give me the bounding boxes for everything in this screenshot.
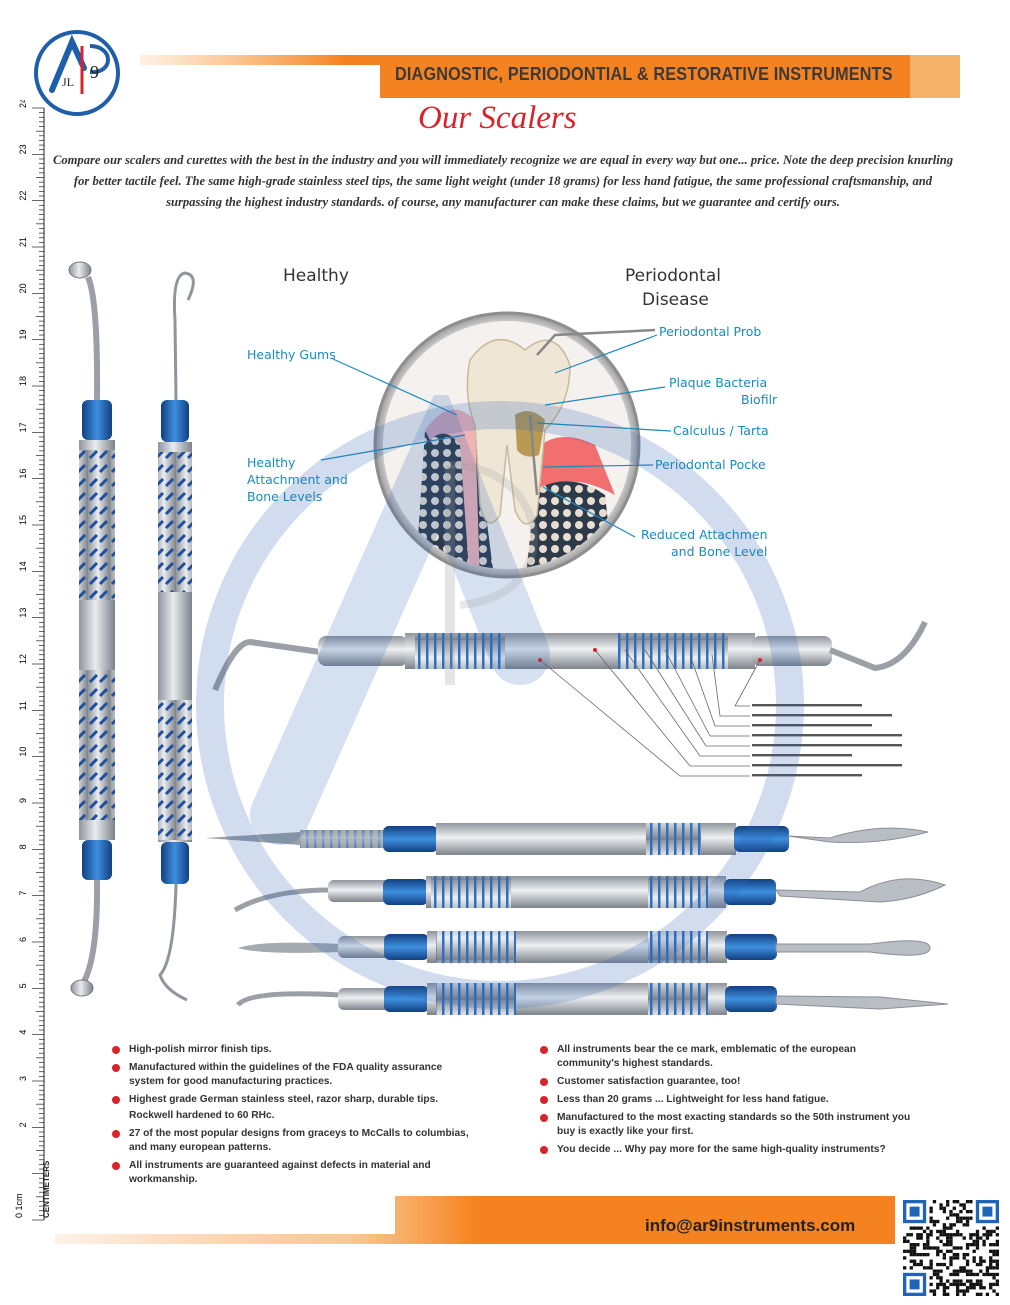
horizontal-scaler-callout <box>212 620 928 777</box>
feature-item: Manufactured to the most exacting standa… <box>540 1111 920 1139</box>
logo-subtext: JL <box>62 75 74 89</box>
label-reduced-attachment-1: Reduced Attachmen <box>641 527 768 542</box>
intro-paragraph: Compare our scalers and curettes with th… <box>52 153 954 209</box>
feature-item: Less than 20 grams ... Lightweight for l… <box>540 1093 920 1107</box>
ruler-number: 8 <box>18 844 28 849</box>
horizontal-instrument-1 <box>205 823 929 855</box>
ruler-number: 12 <box>18 654 28 664</box>
header-bar <box>140 55 960 98</box>
ruler-number: 14 <box>18 561 28 571</box>
bullet-icon <box>540 1114 548 1122</box>
bullet-icon <box>540 1146 548 1154</box>
ruler-number: 7 <box>18 891 28 896</box>
ruler-number: 11 <box>18 701 28 710</box>
ruler-number: 4 <box>18 1030 28 1035</box>
ruler-number: 15 <box>18 515 28 525</box>
vertical-instrument-explorer <box>158 271 195 1002</box>
label-plaque-2: Biofilr <box>741 392 778 407</box>
label-plaque-1: Plaque Bacteria <box>669 375 767 390</box>
feature-text: All instruments bear the ce mark, emblem… <box>557 1044 856 1069</box>
ruler-number: 2 <box>18 1122 28 1127</box>
bullet-icon <box>112 1064 120 1072</box>
diagram-heading-disease-1: Periodontal <box>625 266 721 286</box>
ruler-number: 20 <box>18 283 28 293</box>
ruler-number: 6 <box>18 937 28 942</box>
brand-logo: 9 JL <box>32 28 122 118</box>
diagram-heading-healthy: Healthy <box>283 266 349 286</box>
ruler-number: 19 <box>18 330 28 340</box>
footer-bar <box>55 1196 895 1244</box>
feature-text: Manufactured within the guidelines of th… <box>129 1062 443 1087</box>
label-healthy-attachment-3: Bone Levels <box>247 489 322 504</box>
feature-item: 27 of the most popular designs from grac… <box>112 1127 472 1155</box>
vertical-instrument-mirror <box>68 261 115 997</box>
section-title: DIAGNOSTIC, PERIODONTIAL & RESTORATIVE I… <box>395 64 893 84</box>
ruler-number: 22 <box>18 191 28 201</box>
feature-item: Highest grade German stainless steel, ra… <box>112 1093 472 1107</box>
ruler-number: 21 <box>18 237 28 247</box>
label-reduced-attachment-2: and Bone Level <box>671 544 767 559</box>
bullet-icon <box>540 1046 548 1054</box>
feature-item: All instruments are guaranteed against d… <box>112 1159 472 1187</box>
contact-email[interactable]: info@ar9instruments.com <box>645 1216 856 1235</box>
ruler-number: 18 <box>18 376 28 386</box>
feature-text: Highest grade German stainless steel, ra… <box>129 1094 439 1105</box>
ruler-number: 13 <box>18 608 28 618</box>
features-list-left: High-polish mirror finish tips. Manufactu… <box>112 1043 472 1191</box>
ruler-number: 23 <box>18 144 28 154</box>
ruler-number: 10 <box>18 747 28 757</box>
feature-text: Less than 20 grams ... Lightweight for l… <box>557 1094 829 1105</box>
page-title: Our Scalers <box>418 100 577 136</box>
ruler-number: 3 <box>18 1076 28 1081</box>
feature-text: High-polish mirror finish tips. <box>129 1044 272 1055</box>
feature-text: You decide ... Why pay more for the same… <box>557 1144 886 1155</box>
feature-text: 27 of the most popular designs from grac… <box>129 1128 469 1153</box>
centimeter-ruler: 234567891011121314151617181920212223240 … <box>14 100 45 1221</box>
feature-text: Manufactured to the most exacting standa… <box>557 1112 911 1137</box>
bullet-icon <box>112 1162 120 1170</box>
ruler-number: 17 <box>18 422 28 432</box>
bullet-icon <box>112 1096 120 1104</box>
qr-code[interactable] <box>903 1200 999 1296</box>
features-list-right: All instruments bear the ce mark, emblem… <box>540 1043 920 1161</box>
feature-text: Customer satisfaction guarantee, too! <box>557 1076 741 1087</box>
bullet-icon <box>112 1046 120 1054</box>
ruler-number: 5 <box>18 983 28 988</box>
label-periodontal-pocket: Periodontal Pocke <box>655 457 766 472</box>
feature-item: Customer satisfaction guarantee, too! <box>540 1075 920 1089</box>
horizontal-instrument-4 <box>236 983 949 1015</box>
feature-item: You decide ... Why pay more for the same… <box>540 1143 920 1157</box>
horizontal-instrument-2 <box>233 876 947 913</box>
label-healthy-attachment-2: Attachment and <box>247 472 348 487</box>
ruler-start-label: 0 1cm <box>14 1193 24 1218</box>
feature-item: Manufactured within the guidelines of th… <box>112 1061 472 1089</box>
ruler-number: 16 <box>18 469 28 479</box>
label-periodontal-probe: Periodontal Prob <box>659 324 761 339</box>
horizontal-instrument-3 <box>238 931 931 963</box>
label-healthy-gums: Healthy Gums <box>247 347 336 362</box>
ruler-number: 9 <box>18 798 28 803</box>
feature-text: All instruments are guaranteed against d… <box>129 1160 431 1185</box>
bullet-icon <box>540 1096 548 1104</box>
label-healthy-attachment-1: Healthy <box>247 455 296 470</box>
ruler-number: 24 <box>18 100 28 108</box>
logo-number: 9 <box>90 62 99 82</box>
label-calculus: Calculus / Tarta <box>673 423 769 438</box>
feature-item: High-polish mirror finish tips. <box>112 1043 472 1057</box>
feature-item: All instruments bear the ce mark, emblem… <box>540 1043 920 1071</box>
bullet-icon <box>112 1130 120 1138</box>
diagram-heading-disease-2: Disease <box>642 290 709 310</box>
feature-text: Rockwell hardened to 60 RHc. <box>129 1110 275 1121</box>
bullet-icon <box>540 1078 548 1086</box>
periodontal-diagram: Healthy Periodontal Disease Healthy Gums… <box>247 266 778 579</box>
feature-item: Rockwell hardened to 60 RHc. <box>112 1109 472 1123</box>
